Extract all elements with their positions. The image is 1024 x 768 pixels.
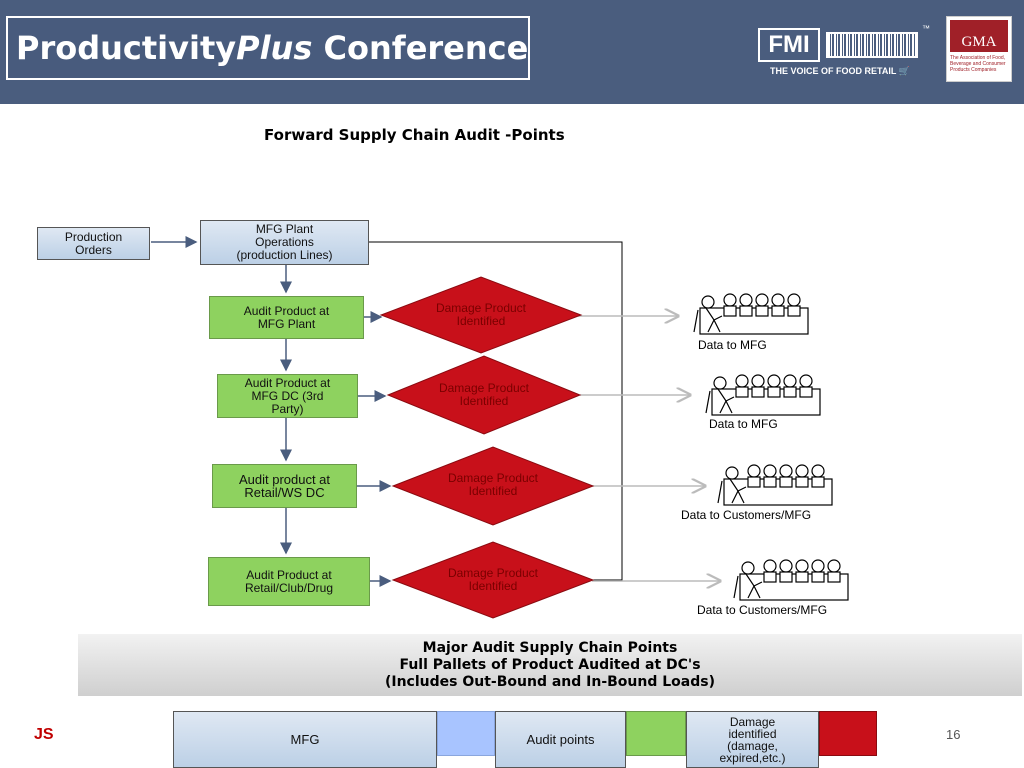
audit-mfg-plant-box: Audit Product at MFG Plant [209,296,364,339]
data-label-1: Data to MFG [698,338,767,352]
legend-damage-label: Damage identified (damage, expired,etc.) [686,711,819,768]
fmi-tagline: THE VOICE OF FOOD RETAIL 🛒 [770,66,910,76]
gma-logo: GMA The Association of Food, Beverage an… [946,16,1012,82]
cart-icon: 🛒 [898,66,910,76]
audit-retail-club-drug-box: Audit Product at Retail/Club/Drug [208,557,370,606]
damage-arrows [578,316,720,581]
damage-label-4: Damage Product Identified [447,566,539,593]
audit-retail-ws-dc-box: Audit product at Retail/WS DC [212,464,357,508]
header-bar: ProductivityPlus Conference FMI ™ THE VO… [0,0,1024,104]
legend-audit-swatch [626,711,686,756]
damage-diamond-3 [391,446,595,526]
data-label-3: Data to Customers/MFG [681,508,812,522]
author-initials: JS [34,726,54,743]
production-orders-box: Production Orders [37,227,150,260]
damage-diamond-1 [379,276,583,354]
data-label-2: Data to MFG [709,417,778,431]
people-at-table-icon [693,293,809,335]
damage-diamond-2 [386,355,582,435]
legend-mfg-label: MFG [173,711,437,768]
feedback-line [369,241,623,581]
fmi-logo: FMI ™ THE VOICE OF FOOD RETAIL 🛒 [758,24,930,78]
page-number: 16 [946,727,961,742]
people-at-table-icon [705,374,821,416]
conference-title: ProductivityPlus Conference [6,16,530,80]
diagram-title: Forward Supply Chain Audit -Points [264,126,565,144]
people-at-table-icon [717,464,833,506]
people-at-table-icon [733,559,849,601]
legend-mfg-swatch [437,711,495,756]
damage-diamond-4 [391,541,595,619]
mfg-plant-operations-box: MFG Plant Operations (production Lines) [200,220,369,265]
damage-diamonds [379,276,595,619]
barcode-icon [826,32,918,58]
audit-mfg-dc-box: Audit Product at MFG DC (3rd Party) [217,374,358,418]
damage-label-3: Damage Product Identified [447,471,539,498]
damage-label-1: Damage Product Identified [435,301,527,328]
legend-damage-swatch [819,711,877,756]
audit-points-banner: Major Audit Supply Chain Points Full Pal… [78,634,1022,696]
damage-label-2: Damage Product Identified [438,381,530,408]
data-label-4: Data to Customers/MFG [697,603,828,617]
connector-lines [151,236,392,587]
legend-audit-label: Audit points [495,711,626,768]
